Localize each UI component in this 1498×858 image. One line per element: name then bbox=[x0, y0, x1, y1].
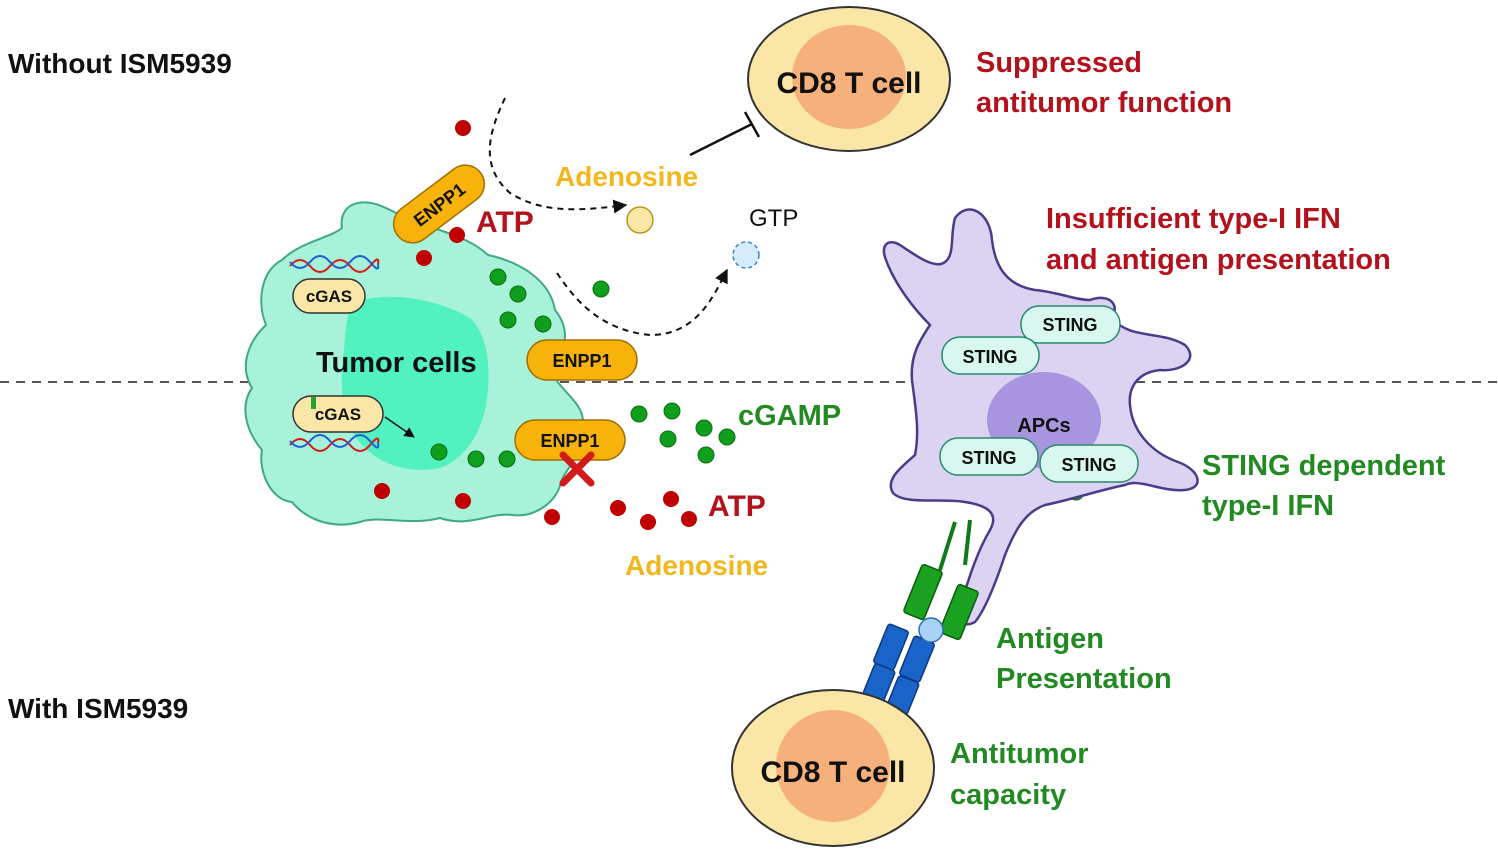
cgamp-dot bbox=[697, 446, 715, 464]
cgamp-to-gtp-arrow bbox=[556, 268, 728, 337]
antigen-presentation-line2: Presentation bbox=[996, 663, 1172, 695]
cgamp-label: cGAMP bbox=[738, 400, 841, 432]
antitumor-capacity-line2: capacity bbox=[950, 779, 1066, 811]
sting-pill bbox=[939, 437, 1039, 476]
mhc-anchor bbox=[938, 521, 957, 571]
atp-dot bbox=[663, 491, 679, 507]
cgas-activation-mark bbox=[311, 397, 316, 409]
inhibition-bar bbox=[743, 111, 761, 138]
dna-blue-strand bbox=[289, 255, 380, 270]
adenosine-label-top: Adenosine bbox=[555, 161, 698, 192]
mhc-chain bbox=[939, 583, 979, 641]
atp-label-top: ATP bbox=[476, 206, 534, 239]
adenosine-label-bottom: Adenosine bbox=[625, 550, 768, 581]
sting-label: STING bbox=[962, 347, 1017, 367]
cgamp-dot bbox=[499, 311, 517, 329]
atp-label-bottom: ATP bbox=[708, 490, 766, 523]
cd8-t-cell-label: CD8 T cell bbox=[776, 67, 921, 100]
suppressed-label-line1: Suppressed bbox=[976, 47, 1142, 79]
cgamp-dot bbox=[467, 450, 485, 468]
insufficient-ifn-line2: and antigen presentation bbox=[1046, 244, 1391, 276]
mhc-anchor bbox=[963, 519, 972, 566]
antitumor-capacity-line1: Antitumor bbox=[950, 738, 1089, 770]
sting-pill bbox=[941, 336, 1040, 375]
cgamp-dot bbox=[630, 405, 648, 423]
atp-dot bbox=[455, 120, 471, 136]
atp-dot bbox=[610, 500, 626, 516]
section-label-without: Without ISM5939 bbox=[8, 48, 232, 79]
cd8-t-cell-top: CD8 T cell bbox=[747, 6, 951, 152]
cgas-to-cgamp-arrow bbox=[384, 416, 415, 438]
atp-to-adenosine-arrow bbox=[488, 97, 628, 214]
apc-label: APCs bbox=[1017, 415, 1070, 437]
atp-dot bbox=[681, 511, 697, 527]
enpp1-label: ENPP1 bbox=[552, 351, 611, 371]
sting-label: STING bbox=[1042, 315, 1097, 335]
cgamp-dot bbox=[659, 430, 677, 448]
atp-molecules bbox=[374, 120, 697, 530]
sting-receptors: STING STING STING STING bbox=[939, 305, 1139, 483]
cgamp-dot bbox=[592, 280, 610, 298]
section-label-with: With ISM5939 bbox=[8, 693, 188, 724]
cgamp-dot bbox=[489, 268, 507, 286]
insufficient-ifn-line1: Insufficient type-I IFN bbox=[1046, 203, 1341, 235]
adenosine-inhibition-line bbox=[689, 122, 753, 157]
cgamp-dot bbox=[718, 428, 736, 446]
sting-label: STING bbox=[1061, 455, 1116, 475]
tumor-nucleus bbox=[341, 296, 489, 470]
tumor-cells-label: Tumor cells bbox=[316, 347, 477, 379]
antigen-peptide bbox=[918, 617, 944, 643]
cgamp-dot bbox=[498, 450, 516, 468]
mhc-tcr-complex bbox=[862, 519, 979, 736]
antigen-presentation-line1: Antigen bbox=[996, 623, 1104, 655]
gtp-molecule bbox=[732, 241, 760, 269]
sting-label: STING bbox=[961, 448, 1016, 468]
adenosine-molecule bbox=[626, 206, 654, 234]
mhc-chain bbox=[903, 563, 943, 621]
sting-pill bbox=[1020, 305, 1121, 344]
sting-ifn-line1: STING dependent bbox=[1202, 450, 1446, 482]
sting-ifn-line2: type-I IFN bbox=[1202, 490, 1334, 522]
gtp-label: GTP bbox=[749, 205, 798, 232]
cgamp-dot bbox=[430, 443, 448, 461]
cd8-t-cell-label: CD8 T cell bbox=[760, 756, 905, 789]
atp-dot bbox=[416, 250, 432, 266]
dna-blue-strand bbox=[289, 434, 380, 449]
suppressed-label-line2: antitumor function bbox=[976, 87, 1232, 119]
sting-pill bbox=[1039, 444, 1139, 483]
cgas-enzyme bbox=[292, 278, 366, 314]
enpp1-label: ENPP1 bbox=[540, 431, 599, 451]
cgas-label: cGAS bbox=[315, 405, 361, 424]
inhibition-x-icon bbox=[559, 451, 595, 487]
atp-dot bbox=[544, 509, 560, 525]
atp-dot bbox=[374, 483, 390, 499]
cgamp-dot bbox=[509, 285, 527, 303]
enpp1-enzyme bbox=[526, 339, 638, 381]
atp-dot bbox=[640, 514, 656, 530]
atp-dot bbox=[455, 493, 471, 509]
cgamp-dot bbox=[695, 419, 713, 437]
cgamp-dot bbox=[534, 315, 552, 333]
atp-dot bbox=[449, 227, 465, 243]
cgas-label: cGAS bbox=[306, 287, 352, 306]
cd8-t-cell-bottom: CD8 T cell bbox=[731, 689, 935, 847]
cgamp-dot bbox=[663, 402, 681, 420]
